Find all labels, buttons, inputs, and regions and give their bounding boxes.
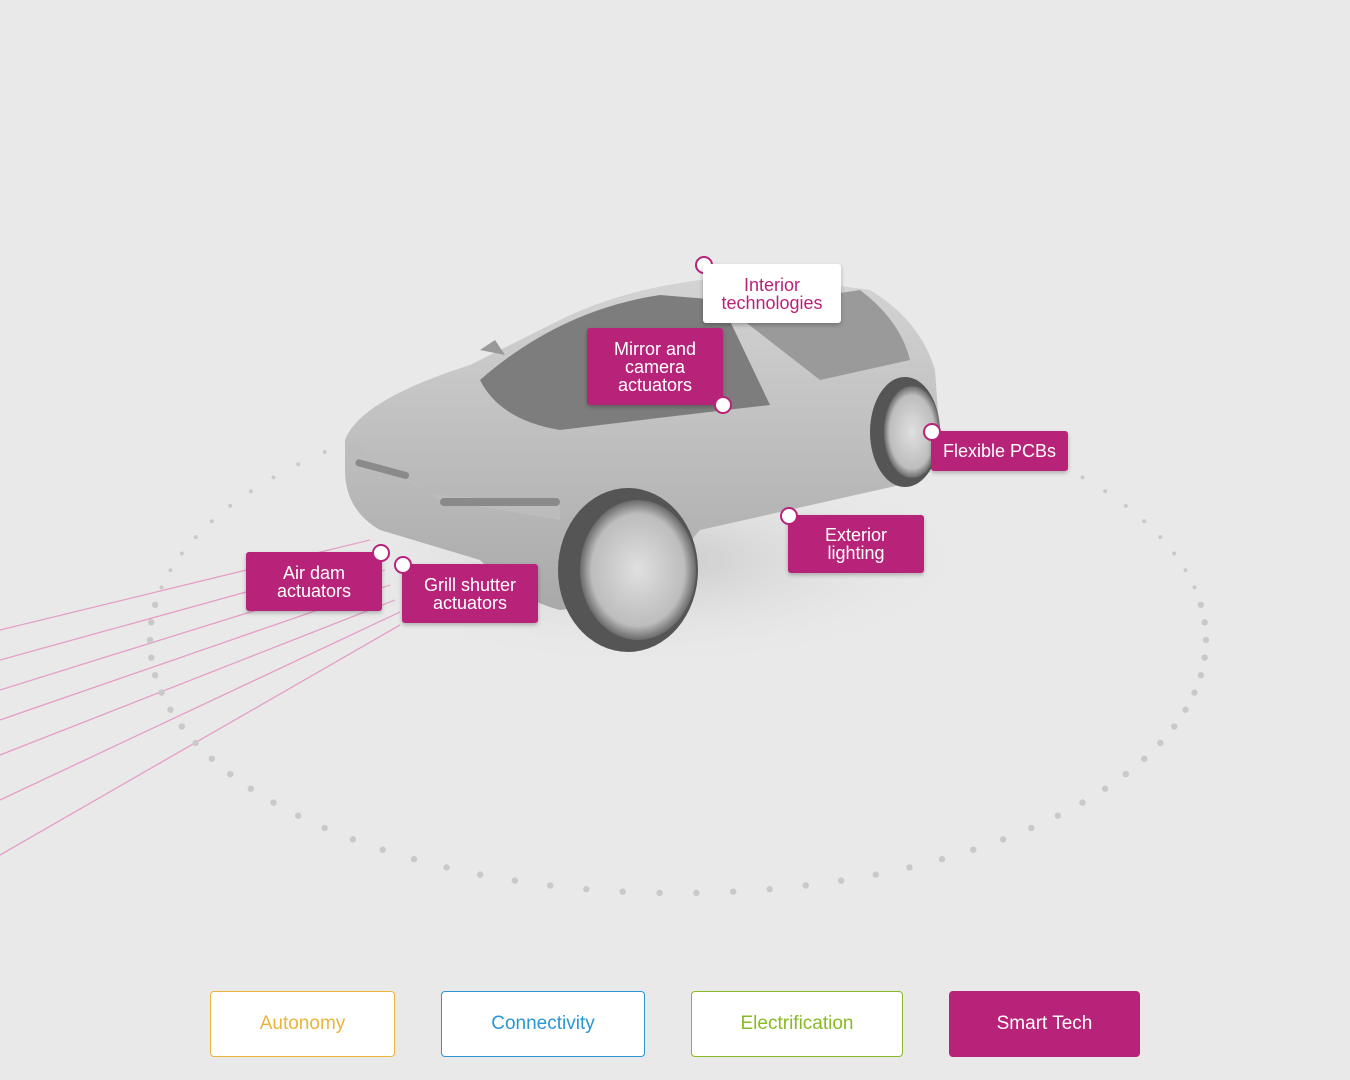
orbit-dot	[1197, 672, 1205, 679]
hotspot-grill-shutter-actuators[interactable]: Grill shutter actuators	[402, 564, 538, 623]
category-smart-tech-button[interactable]: Smart Tech	[949, 991, 1140, 1057]
orbit-dot	[837, 877, 845, 884]
speed-line	[0, 624, 401, 856]
orbit-dot	[477, 871, 484, 878]
category-connectivity-button[interactable]: Connectivity	[441, 991, 645, 1057]
orbit-dot	[1157, 739, 1164, 747]
hotspot-dot-pcb[interactable]	[923, 423, 941, 441]
orbit-dot	[322, 449, 327, 454]
orbit-dot	[349, 836, 357, 843]
orbit-dot	[729, 888, 737, 895]
orbit-dot	[148, 654, 155, 661]
category-electrification-button[interactable]: Electrification	[691, 991, 903, 1057]
orbit-dot	[693, 889, 700, 897]
orbit-dot	[1140, 755, 1148, 762]
orbit-dot	[1123, 503, 1128, 508]
orbit-dot	[179, 551, 184, 556]
orbit-dot	[178, 723, 186, 730]
orbit-dot	[248, 489, 253, 494]
orbit-dot	[1192, 585, 1197, 590]
category-autonomy-button[interactable]: Autonomy	[210, 991, 395, 1057]
orbit-dot	[766, 885, 773, 893]
speed-lines	[0, 539, 401, 856]
speed-line	[0, 599, 396, 756]
orbit-dot	[208, 755, 216, 762]
orbit-dot	[872, 871, 879, 878]
orbit-dot	[1101, 785, 1109, 792]
hotspot-exterior-lighting[interactable]: Exterior lighting	[788, 515, 924, 573]
orbit-dot	[547, 882, 554, 889]
orbit-dot	[168, 568, 173, 573]
orbit-dot	[1202, 636, 1210, 644]
orbit-dot	[906, 864, 913, 871]
orbit-dot	[294, 812, 302, 819]
orbit-dot	[656, 889, 663, 897]
hotspot-interior-technologies[interactable]: Interior technologies	[703, 264, 841, 323]
orbit-dot	[158, 689, 165, 696]
hotspot-dot-grill[interactable]	[394, 556, 412, 574]
speed-line	[0, 611, 401, 801]
orbit-dot	[146, 636, 154, 644]
hotspot-dot-airdam[interactable]	[372, 544, 390, 562]
dotted-orbit	[146, 438, 1210, 897]
orbit-dot	[410, 855, 418, 863]
orbit-dot	[1172, 551, 1177, 556]
orbit-dot	[321, 824, 328, 832]
orbit-dot	[148, 619, 155, 626]
orbit-dot	[151, 672, 159, 679]
orbit-dot	[379, 846, 386, 853]
orbit-dot	[1122, 770, 1129, 778]
orbit-dot	[270, 799, 277, 806]
orbit-dot	[1079, 799, 1086, 806]
orbit-dot	[1170, 723, 1178, 730]
orbit-dot	[583, 885, 590, 893]
orbit-dot	[159, 585, 164, 590]
orbit-dot	[1028, 824, 1035, 832]
orbit-dot	[209, 519, 214, 524]
orbit-dot	[192, 739, 199, 747]
orbit-dot	[151, 601, 159, 608]
orbit-dot	[1197, 601, 1205, 608]
orbit-dot	[167, 706, 174, 713]
orbit-dot	[228, 503, 233, 508]
orbit-dot	[938, 855, 946, 863]
orbit-dot	[271, 475, 276, 480]
orbit-dot	[999, 836, 1007, 843]
orbit-dot	[247, 785, 255, 792]
orbit-dot	[802, 882, 809, 889]
orbit-dot	[193, 535, 198, 540]
orbit-dot	[227, 770, 234, 778]
orbit-dot	[1201, 619, 1208, 626]
orbit-dot	[1142, 519, 1147, 524]
hotspot-flexible-pcbs[interactable]: Flexible PCBs	[931, 431, 1068, 471]
orbit-dot	[1158, 535, 1163, 540]
hotspot-air-dam-actuators[interactable]: Air dam actuators	[246, 552, 382, 611]
orbit-dot	[1103, 489, 1108, 494]
car-illustration	[345, 275, 940, 652]
orbit-dot	[970, 846, 977, 853]
orbit-dot	[1183, 568, 1188, 573]
hotspot-dot-mirror[interactable]	[714, 396, 732, 414]
hotspot-dot-exterior[interactable]	[780, 507, 798, 525]
orbit-dot	[1191, 689, 1198, 696]
orbit-dot	[1080, 475, 1085, 480]
hotspot-mirror-camera-actuators[interactable]: Mirror and camera actuators	[587, 328, 723, 405]
orbit-dot	[1201, 654, 1208, 661]
orbit-dot	[619, 888, 627, 895]
orbit-dot	[296, 462, 301, 467]
orbit-dot	[1182, 706, 1189, 713]
orbit-dot	[443, 864, 450, 871]
orbit-dot	[511, 877, 519, 884]
orbit-dot	[1054, 812, 1062, 819]
